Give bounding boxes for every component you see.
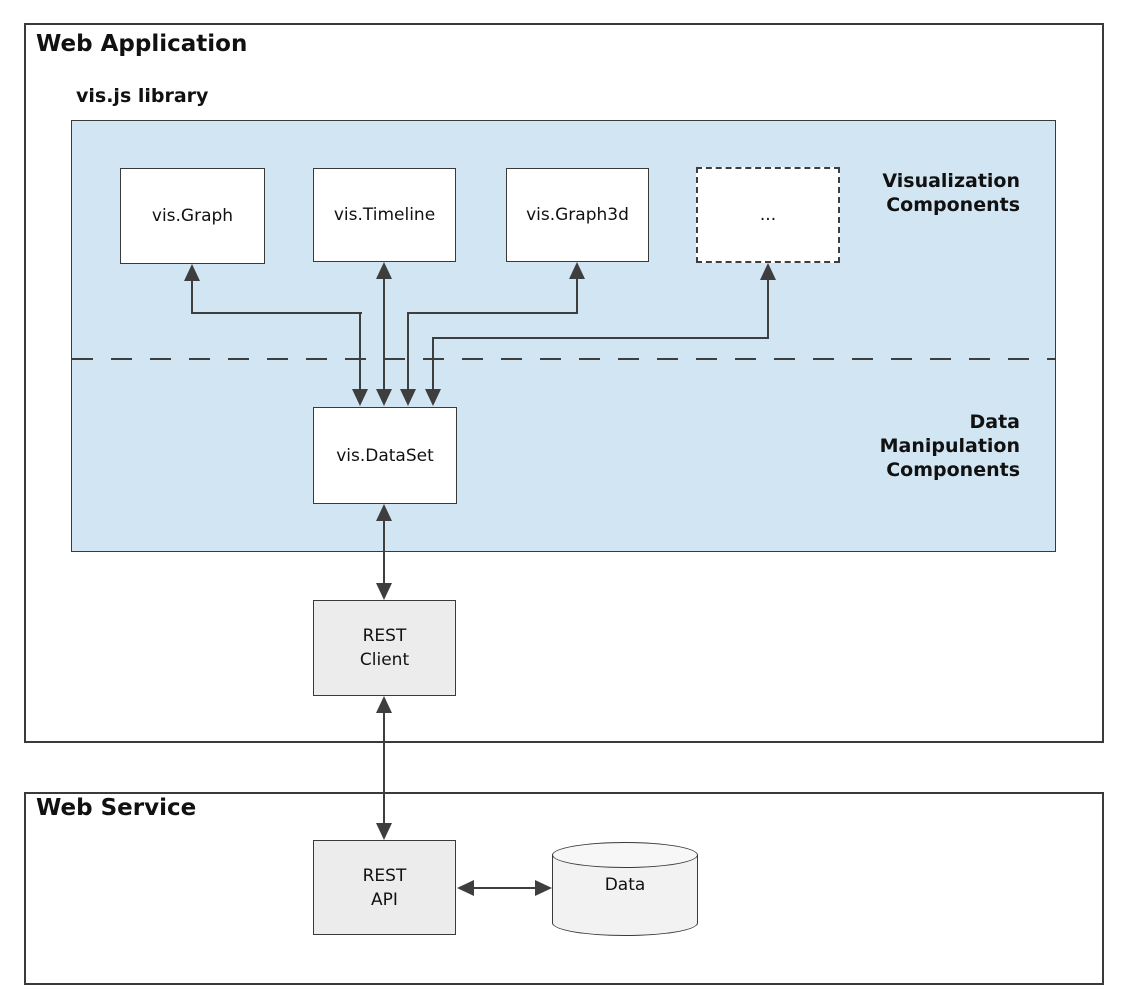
label-line: REST [362,626,407,646]
section-separator-dashed-line [72,358,1055,360]
arrowhead-down [352,389,368,406]
component-label: vis.Graph3d [526,205,629,225]
visjs-library-label: vis.js library [76,85,209,107]
component-box-vis-graph3d: vis.Graph3d [506,168,649,262]
arrowhead-down [425,389,441,406]
arrowhead-left [457,880,474,896]
cylinder-body [552,855,698,936]
arrowhead-up [376,504,392,521]
data-store-label: Data [604,875,646,895]
arrowhead-up [184,264,200,281]
component-box-more-ellipsis: ... [696,167,840,263]
rest-api-box: REST API [313,840,456,935]
arrowhead-down [376,583,392,600]
arrowhead-down [376,823,392,840]
line-segment [472,887,538,889]
line-segment [383,711,385,825]
component-box-vis-dataset: vis.DataSet [313,407,457,504]
component-label: vis.Graph [151,206,234,226]
line-segment [191,312,362,314]
label-line: REST [362,865,407,886]
label-line: Client [359,650,410,670]
line-segment [767,278,769,339]
component-label: vis.DataSet [336,445,434,466]
arrowhead-up [760,263,776,280]
arrowhead-up [376,696,392,713]
label-line: Components [886,194,1020,216]
line-segment [433,337,769,339]
line-segment [383,519,385,585]
line-segment [407,312,409,390]
arrowhead-down [400,389,416,406]
component-box-vis-graph: vis.Graph [120,168,265,264]
arrowhead-up [376,262,392,279]
arrowhead-up [569,262,585,279]
cylinder-top-ellipse [552,842,698,868]
label-line: Visualization [882,170,1020,192]
component-box-vis-timeline: vis.Timeline [313,168,456,262]
label-line: API [371,889,398,910]
rest-client-box: REST Client [313,600,456,696]
web-application-title: Web Application [36,31,248,57]
data-store-cylinder: Data [552,842,698,936]
label-line: Data [969,411,1021,433]
label-line: Components [886,459,1020,481]
line-segment [432,337,434,390]
data-manipulation-components-label: Data Manipulation Components [760,410,1020,482]
arrowhead-down [376,389,392,406]
visualization-components-label: Visualization Components [760,169,1020,217]
line-segment [359,312,361,390]
line-segment [383,277,385,392]
component-label: ... [759,205,777,225]
arrowhead-right [535,880,552,896]
label-line: Manipulation [879,435,1020,457]
line-segment [191,279,193,314]
web-service-title: Web Service [36,795,197,821]
component-label: vis.Timeline [333,205,436,225]
line-segment [576,277,578,314]
line-segment [409,312,578,314]
